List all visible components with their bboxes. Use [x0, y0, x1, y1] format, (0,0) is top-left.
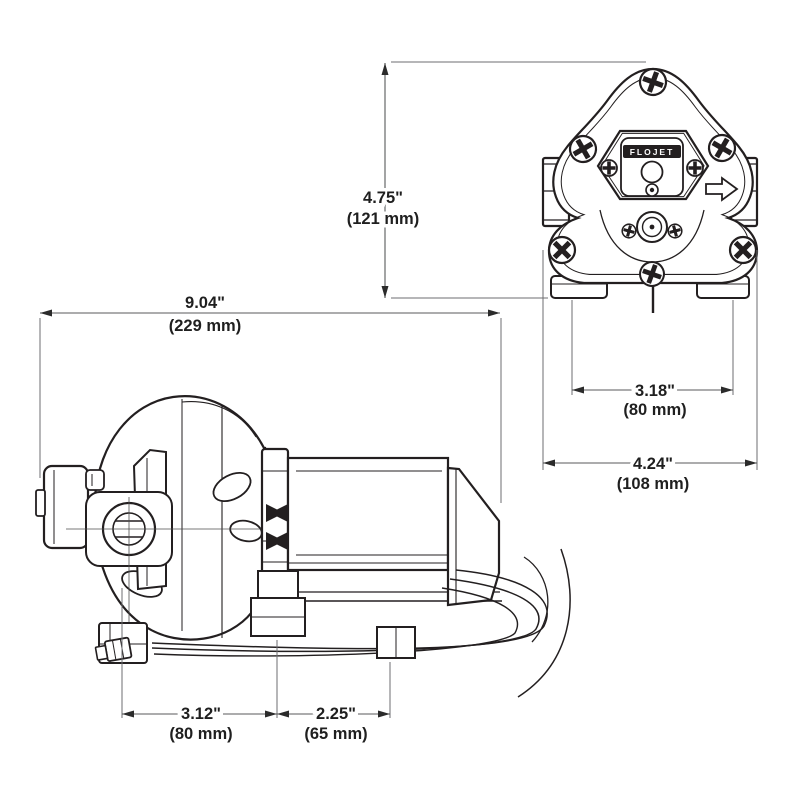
dim-overall-length-metric: (229 mm) — [169, 317, 241, 335]
dimension-front-height: 4.75" (121 mm) — [343, 61, 646, 299]
motor-flange — [260, 447, 290, 585]
dim-front-height-metric: (121 mm) — [347, 210, 419, 228]
brand-plate — [623, 145, 681, 158]
pulsation-boss — [619, 211, 685, 243]
wire-connector — [94, 636, 133, 662]
dimension-front-width: 4.24" (108 mm) — [542, 250, 758, 497]
dim-front-width-metric: (108 mm) — [617, 475, 689, 493]
motor-end-cap — [446, 466, 501, 607]
dim-rear-foot-span-inches: 2.25" — [316, 705, 356, 723]
dim-port-span-inches: 3.18" — [635, 382, 675, 400]
dim-front-foot-span-inches: 3.12" — [181, 705, 221, 723]
dim-rear-foot-span-metric: (65 mm) — [304, 725, 367, 743]
dimension-port-center-span: 3.18" (80 mm) — [571, 300, 734, 423]
dim-front-height-inches: 4.75" — [363, 189, 403, 207]
dimension-rear-foot-span: 2.25" (65 mm) — [277, 662, 391, 747]
dimension-front-foot-span: 3.12" (80 mm) — [121, 588, 278, 747]
front-view: FLOJET — [541, 64, 763, 313]
brand-label: FLOJET — [630, 147, 675, 157]
dimension-overall-length: 9.04" (229 mm) — [39, 291, 502, 503]
dim-port-span-metric: (80 mm) — [623, 401, 686, 419]
motor-body — [286, 456, 450, 572]
phillips-screw-icon — [600, 159, 618, 177]
side-view — [35, 395, 571, 698]
dim-front-foot-span-metric: (80 mm) — [169, 725, 232, 743]
power-wires — [151, 548, 571, 698]
flow-direction-arrow-icon — [705, 176, 739, 202]
cam-cover-boss — [66, 491, 348, 648]
phillips-screw-icon — [686, 159, 704, 177]
dim-overall-length-inches: 9.04" — [185, 294, 225, 312]
dim-front-width-inches: 4.24" — [633, 455, 673, 473]
valve-cover-hexagon: FLOJET — [596, 129, 710, 201]
